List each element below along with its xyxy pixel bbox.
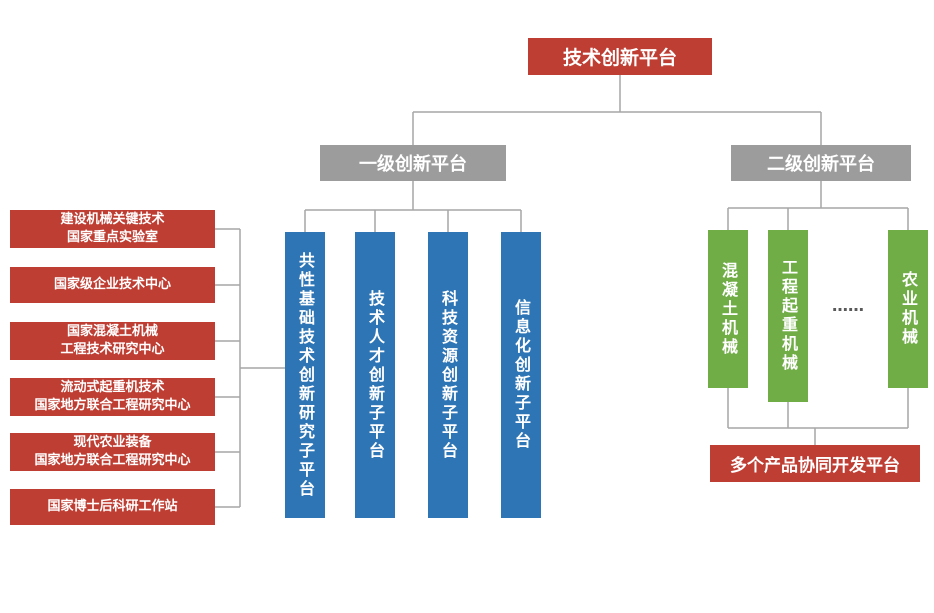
- product-line-crane-machinery-column: 工程起重机械: [768, 230, 808, 402]
- collab-platform-node: 多个产品协同开发平台: [710, 445, 920, 482]
- level2-platform-node: 二级创新平台: [731, 145, 911, 181]
- sub-platform-talent-column: 技术人才创新子平台: [355, 232, 395, 518]
- product-line-concrete-machinery-column: 混凝土机械: [708, 230, 748, 388]
- level1-platform-node: 一级创新平台: [320, 145, 506, 181]
- root-node: 技术创新平台: [528, 38, 712, 75]
- org-box-key-lab: 建设机械关键技术 国家重点实验室: [10, 210, 215, 248]
- org-box-postdoc-station: 国家博士后科研工作站: [10, 489, 215, 525]
- sub-platform-sci-tech-resource-column: 科技资源创新子平台: [428, 232, 468, 518]
- org-box-mobile-crane-center: 流动式起重机技术 国家地方联合工程研究中心: [10, 378, 215, 416]
- connector-path: [215, 75, 909, 508]
- ellipsis-more-product-lines: ……: [832, 296, 864, 315]
- sub-platform-common-tech-column: 共性基础技术创新研究子平台: [285, 232, 325, 518]
- org-box-enterprise-tech-center: 国家级企业技术中心: [10, 267, 215, 303]
- org-box-concrete-research-center: 国家混凝土机械 工程技术研究中心: [10, 322, 215, 360]
- product-line-agri-machinery-column: 农业机械: [888, 230, 928, 388]
- sub-platform-informatization-column: 信息化创新子平台: [501, 232, 541, 518]
- org-box-agri-equipment-center: 现代农业装备 国家地方联合工程研究中心: [10, 433, 215, 471]
